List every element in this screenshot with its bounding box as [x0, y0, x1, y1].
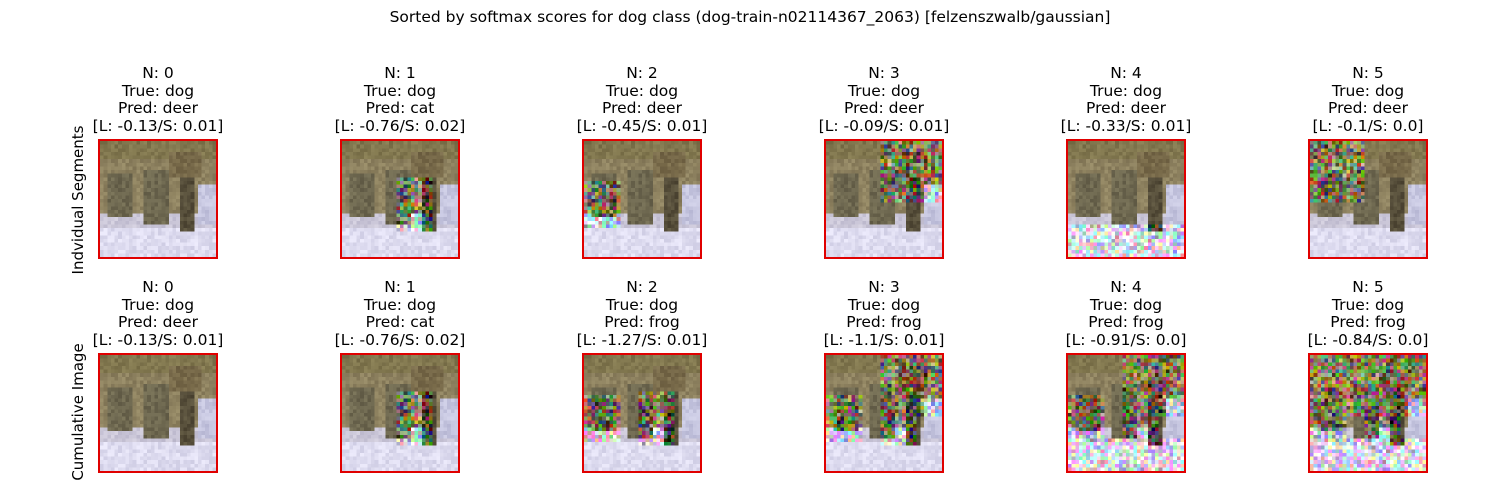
panel-n-label: N: 1: [384, 278, 416, 296]
dog-image: [342, 355, 458, 471]
panel-scores-label: [L: -0.76/S: 0.02]: [334, 116, 466, 135]
panel-scores-label: [L: -0.1/S: 0.0]: [1312, 116, 1424, 135]
panel-scores-label: [L: -0.13/S: 0.01]: [92, 330, 224, 349]
panel-pred-label: Pred: frog: [1088, 313, 1164, 331]
panel-n-label: N: 2: [626, 278, 658, 296]
dog-image: [1068, 355, 1184, 471]
dog-image: [826, 141, 942, 257]
dog-image: [584, 355, 700, 471]
panel-true-label: True: dog: [1331, 295, 1405, 314]
panel-true-label: True: dog: [363, 81, 437, 100]
panel-scores-label: [L: -0.45/S: 0.01]: [576, 116, 708, 135]
panel-true-label: True: dog: [363, 295, 437, 314]
panel-scores-label: [L: -0.91/S: 0.0]: [1065, 330, 1187, 349]
segment-thumbnail: [582, 139, 702, 259]
panel-true-label: True: dog: [847, 81, 921, 100]
panel-n-label: N: 3: [868, 278, 900, 296]
panel-scores-label: [L: -1.1/S: 0.01]: [823, 330, 945, 349]
panel-pred-label: Pred: deer: [1328, 99, 1408, 117]
figure-title: Sorted by softmax scores for dog class (…: [389, 8, 1111, 26]
segment-thumbnail: [824, 139, 944, 259]
panel-n-label: N: 5: [1352, 64, 1384, 82]
panel-pred-label: Pred: deer: [602, 99, 682, 117]
panel-true-label: True: dog: [605, 81, 679, 100]
panel-true-label: True: dog: [1089, 295, 1163, 314]
dog-image: [1310, 141, 1426, 257]
panel-n-label: N: 1: [384, 64, 416, 82]
panel-pred-label: Pred: deer: [844, 99, 924, 117]
dog-image: [1310, 355, 1426, 471]
segment-thumbnail: [1066, 353, 1186, 473]
panel-n-label: N: 0: [142, 278, 174, 296]
panel-pred-label: Pred: deer: [1086, 99, 1166, 117]
panel-n-label: N: 4: [1110, 64, 1142, 82]
panel-n-label: N: 4: [1110, 278, 1142, 296]
segment-thumbnail: [1308, 139, 1428, 259]
segment-thumbnail: [1308, 353, 1428, 473]
panel-scores-label: [L: -1.27/S: 0.01]: [576, 330, 708, 349]
panel-true-label: True: dog: [121, 81, 195, 100]
panel-pred-label: Pred: frog: [604, 313, 680, 331]
panel-pred-label: Pred: cat: [365, 313, 435, 331]
panel-true-label: True: dog: [1089, 81, 1163, 100]
segment-thumbnail: [340, 139, 460, 259]
dog-image: [100, 355, 216, 471]
panel-n-label: N: 5: [1352, 278, 1384, 296]
panel-scores-label: [L: -0.09/S: 0.01]: [818, 116, 950, 135]
panel-pred-label: Pred: frog: [1330, 313, 1406, 331]
panel-true-label: True: dog: [847, 295, 921, 314]
segment-thumbnail: [98, 353, 218, 473]
panel-n-label: N: 3: [868, 64, 900, 82]
panel-n-label: N: 0: [142, 64, 174, 82]
panel-pred-label: Pred: deer: [118, 313, 198, 331]
panel-true-label: True: dog: [1331, 81, 1405, 100]
panel-scores-label: [L: -0.13/S: 0.01]: [92, 116, 224, 135]
dog-image: [584, 141, 700, 257]
segment-thumbnail: [340, 353, 460, 473]
panel-true-label: True: dog: [605, 295, 679, 314]
panel-scores-label: [L: -0.76/S: 0.02]: [334, 330, 466, 349]
panel-scores-label: [L: -0.33/S: 0.01]: [1060, 116, 1192, 135]
segment-thumbnail: [98, 139, 218, 259]
segment-thumbnail: [1066, 139, 1186, 259]
dog-image: [1068, 141, 1184, 257]
dog-image: [826, 355, 942, 471]
dog-image: [342, 141, 458, 257]
panel-scores-label: [L: -0.84/S: 0.0]: [1307, 330, 1429, 349]
dog-image: [100, 141, 216, 257]
panel-true-label: True: dog: [121, 295, 195, 314]
panel-n-label: N: 2: [626, 64, 658, 82]
panel-pred-label: Pred: deer: [118, 99, 198, 117]
panel-pred-label: Pred: cat: [365, 99, 435, 117]
segment-thumbnail: [824, 353, 944, 473]
panel-pred-label: Pred: frog: [846, 313, 922, 331]
segment-thumbnail: [582, 353, 702, 473]
